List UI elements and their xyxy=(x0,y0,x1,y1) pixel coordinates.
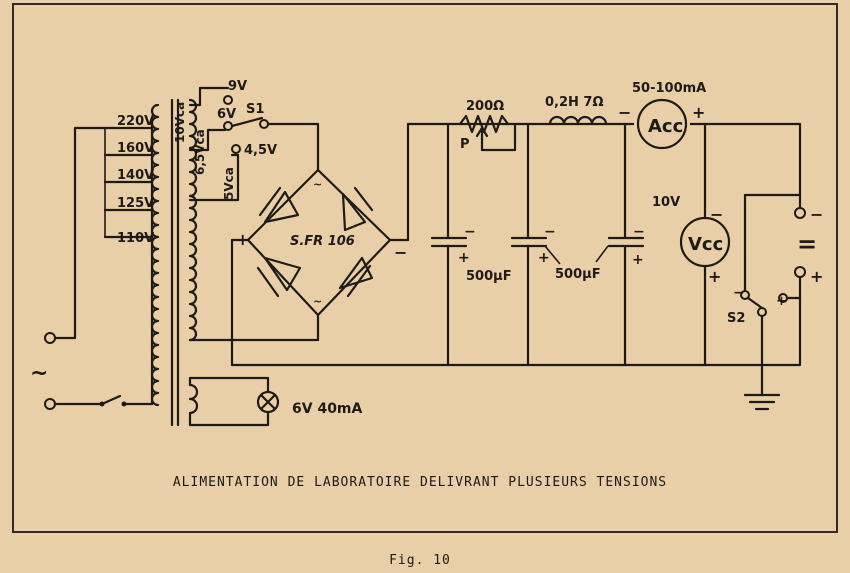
lamp xyxy=(256,390,280,414)
capacitor-3: − + 500μF xyxy=(555,122,645,367)
svg-text:+: + xyxy=(776,294,787,309)
inductor: 0,2H 7Ω xyxy=(545,95,608,126)
s1-contact-4-5v xyxy=(231,144,241,154)
svg-text:−: − xyxy=(710,205,723,224)
ammeter-label: Acc xyxy=(648,116,683,137)
tap-140v: 140V xyxy=(117,168,154,183)
cap1-value: 500μF xyxy=(466,269,512,284)
svg-text:+: + xyxy=(708,267,721,286)
selector-switch-s1: 9V 6V 4,5V S1 xyxy=(217,79,320,172)
ammeter: Acc 50-100mA − + xyxy=(618,81,706,150)
svg-text:+: + xyxy=(632,252,644,268)
output-terminal-minus xyxy=(794,207,806,219)
tap-6-5vca: 6,5Vca xyxy=(193,129,207,175)
lamp-label: 6V 40mA xyxy=(292,401,363,417)
svg-text:+: + xyxy=(810,267,823,286)
tap-9v: 9V xyxy=(228,79,247,94)
diagram-caption: ALIMENTATION DE LABORATOIRE DELIVRANT PL… xyxy=(173,475,667,490)
tap-220v: 220V xyxy=(117,114,154,129)
svg-text:−: − xyxy=(544,224,556,240)
capacitor-1: − + 500μF xyxy=(430,122,512,367)
bridge-label: S.FR 106 xyxy=(290,234,355,249)
mains-terminal-bottom xyxy=(44,398,56,410)
mains-input: ~ xyxy=(30,126,154,410)
inductor-value: 0,2H 7Ω xyxy=(545,95,604,110)
output-terminals: − + = xyxy=(794,193,823,302)
board-frame xyxy=(12,3,838,533)
pot-label: P xyxy=(460,137,470,152)
svg-text:−: − xyxy=(810,205,823,224)
switch-s2: S2 − + xyxy=(727,193,802,411)
tap-125v: 125V xyxy=(117,196,154,211)
resistor-value: 200Ω xyxy=(466,99,504,114)
bridge-ac-top: ~ xyxy=(313,178,322,191)
s1-contact-9v xyxy=(223,95,233,105)
voltmeter: Vcc 10V − + xyxy=(652,122,731,367)
s1-contact-6v xyxy=(223,121,233,131)
s1-label: S1 xyxy=(246,102,264,117)
transformer-primary: 220V 160V 140V 125V 110V xyxy=(103,103,160,407)
capacitor-2: − + xyxy=(510,122,561,367)
bridge-plus: + xyxy=(236,230,249,249)
cap2-value: 500μF xyxy=(555,267,601,282)
tap-110v: 110V xyxy=(117,231,154,246)
svg-text:−: − xyxy=(464,224,476,240)
bridge-rectifier: S.FR 106 + − ~ ~ xyxy=(230,122,802,367)
voltmeter-label: Vcc xyxy=(688,234,723,255)
figure-label: Fig. 10 xyxy=(389,553,451,568)
potentiometer-p: 200Ω P xyxy=(458,99,517,152)
negative-rail xyxy=(230,298,802,367)
output-terminal-plus xyxy=(794,266,806,278)
ammeter-range: 50-100mA xyxy=(632,81,706,96)
tap-10vca: 10Vca xyxy=(173,102,187,143)
voltmeter-range: 10V xyxy=(652,195,680,210)
lamp-winding: 6V 40mA xyxy=(188,376,363,427)
dc-symbol: = xyxy=(797,230,817,258)
svg-text:+: + xyxy=(458,250,470,266)
svg-text:−: − xyxy=(633,224,645,240)
s2-label: S2 xyxy=(727,311,745,326)
bridge-minus: − xyxy=(394,243,407,262)
svg-text:−: − xyxy=(618,103,631,122)
svg-text:−: − xyxy=(733,285,745,301)
transformer-secondary: 10Vca 6,5Vca 5Vca xyxy=(173,86,320,342)
tap-4-5v: 4,5V xyxy=(244,143,277,158)
s1-common xyxy=(259,119,269,129)
ac-symbol: ~ xyxy=(30,361,48,386)
svg-text:+: + xyxy=(538,250,550,266)
tap-6v: 6V xyxy=(217,107,236,122)
tap-5vca: 5Vca xyxy=(222,167,236,200)
tap-160v: 160V xyxy=(117,141,154,156)
svg-text:+: + xyxy=(692,103,705,122)
mains-terminal-top xyxy=(44,332,56,344)
bridge-ac-bottom: ~ xyxy=(313,295,322,308)
